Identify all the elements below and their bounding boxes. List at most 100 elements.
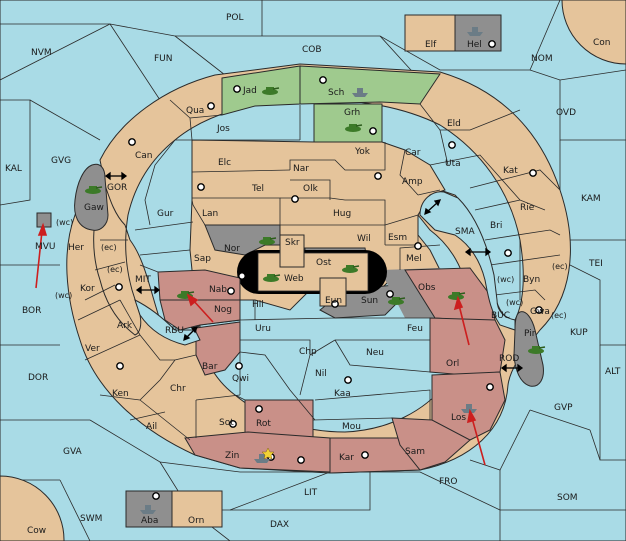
province-elf[interactable] [404, 14, 456, 52]
supply-center [238, 272, 246, 280]
province-label: Sap [194, 254, 211, 264]
province-label: Kaa [334, 389, 351, 399]
order-arrow [191, 298, 214, 323]
army-unit[interactable] [448, 292, 466, 300]
province-grh[interactable] [313, 103, 383, 143]
fleet-unit[interactable] [352, 88, 368, 97]
army-unit[interactable] [263, 274, 281, 282]
fleet-unit[interactable] [140, 505, 156, 514]
province-label: Ark [117, 321, 133, 331]
province-label: Uta [445, 159, 461, 169]
province-label: Nor [224, 244, 240, 254]
sea-label: ALT [605, 367, 621, 377]
province-label: Qwi [232, 374, 249, 384]
province-orn[interactable] [171, 490, 223, 528]
province-label: Sch [328, 88, 344, 98]
sea-label: KAM [581, 194, 601, 204]
province-label: Byn [523, 275, 540, 285]
order-arrow-head [466, 408, 477, 424]
sea-label: SMA [455, 227, 475, 237]
supply-center [488, 40, 496, 48]
route-arrow-head [485, 247, 492, 257]
province-label: Elc [218, 158, 231, 168]
province-label: Nar [293, 164, 309, 174]
coast-label: (wc) [56, 218, 73, 227]
supply-center [535, 306, 543, 314]
supply-center [529, 169, 537, 177]
province-label: Rot [256, 419, 271, 429]
province-skr[interactable] [279, 234, 305, 268]
coast-label: (ec) [101, 243, 117, 252]
province-label: Aba [141, 516, 158, 526]
province-sch[interactable] [299, 65, 441, 105]
province-label: Nab [209, 285, 227, 295]
province-label: Ost [316, 258, 332, 268]
province-sam[interactable] [391, 417, 471, 471]
supply-center [229, 420, 237, 428]
army-unit[interactable] [259, 237, 277, 245]
fleet-unit[interactable] [467, 27, 483, 36]
route-arrow-head [517, 363, 524, 373]
sea-label: KAL [5, 164, 22, 174]
province-label: Chp [299, 347, 317, 357]
province-orl[interactable] [429, 317, 506, 376]
supply-center [207, 102, 215, 110]
sea-label: OVD [556, 108, 576, 118]
route-arrows [104, 171, 524, 373]
province-label: Lan [202, 209, 218, 219]
province-label: Hel [467, 40, 482, 50]
sea-label: MIT [135, 275, 151, 285]
fleet-unit[interactable] [461, 404, 477, 413]
province-gaw[interactable] [74, 163, 109, 231]
supply-center [235, 362, 243, 370]
sea-label: SOM [557, 493, 578, 503]
supply-center [414, 242, 422, 250]
province-label: Her [68, 243, 84, 253]
province-label: Olk [303, 184, 319, 194]
province-label: Can [135, 151, 153, 161]
supply-center [344, 376, 352, 384]
province-mvu-island[interactable] [36, 212, 52, 228]
order-arrow-head [453, 295, 464, 311]
province-label: Eld [447, 119, 461, 129]
order-arrows [35, 222, 486, 466]
sea-label: MVU [35, 242, 56, 252]
sea-label: SWM [80, 514, 102, 524]
province-jad[interactable] [221, 65, 301, 116]
army-unit[interactable] [388, 297, 406, 305]
army-unit[interactable] [345, 124, 363, 132]
province-label: Nil [315, 369, 327, 379]
army-unit[interactable] [85, 186, 103, 194]
province-label: Ail [146, 422, 157, 432]
sea-bay-mit [134, 299, 201, 346]
supply-center [297, 456, 305, 464]
province-label: Chr [170, 384, 186, 394]
province-label: Wil [357, 234, 371, 244]
sea-label: POL [226, 13, 244, 23]
sea-label: TEI [588, 259, 603, 269]
army-unit[interactable] [342, 265, 360, 273]
coast-label: (wc) [497, 275, 514, 284]
sea-label: GVG [51, 156, 71, 166]
army-unit[interactable] [262, 87, 280, 95]
coast-label: (ec) [551, 311, 567, 320]
province-label: Rie [520, 203, 535, 213]
province-cow[interactable] [0, 475, 65, 541]
army-unit[interactable] [528, 346, 546, 354]
province-label: Kar [339, 453, 354, 463]
supply-center [319, 76, 327, 84]
route-arrow-head [464, 247, 471, 257]
supply-center [369, 127, 377, 135]
province-label: Esm [388, 233, 407, 243]
province-label: Orl [446, 359, 459, 369]
province-label: Jad [242, 86, 257, 96]
sea-label: GOR [107, 183, 127, 193]
province-label: Sun [361, 296, 378, 306]
province-con[interactable] [561, 0, 626, 65]
sea-bay-sma [419, 191, 516, 331]
province-label: Nog [214, 305, 232, 315]
province-label: Jos [216, 124, 230, 134]
coast-labels: (wc) (ec) (ec) (wc) (wc) (ec) (wc) (ec) [55, 218, 568, 320]
fleet-unit[interactable] [254, 454, 270, 463]
province-label: Gwa [530, 307, 550, 317]
